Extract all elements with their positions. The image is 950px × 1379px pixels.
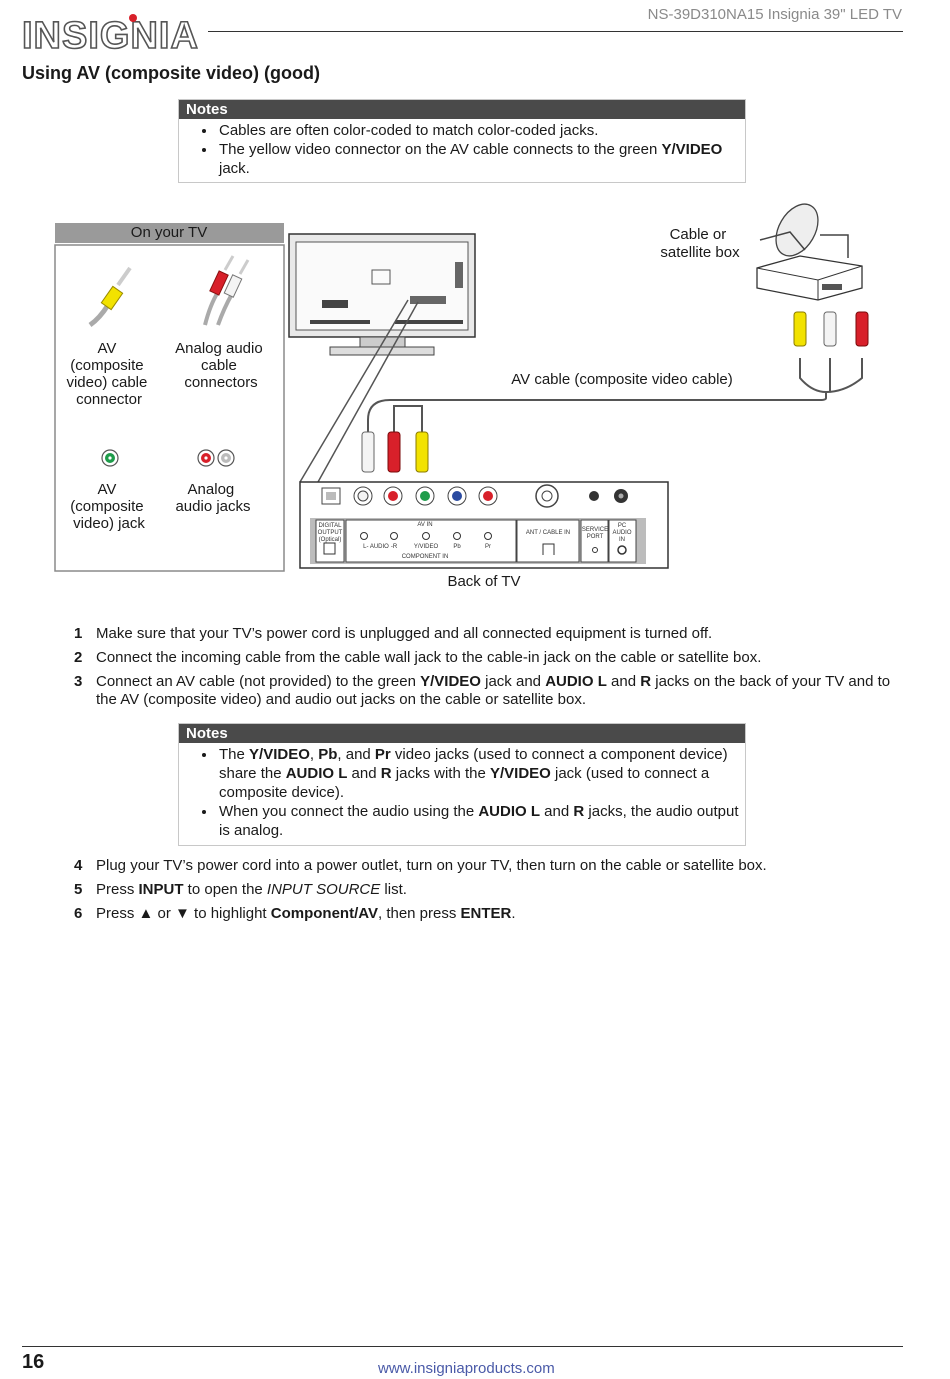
- back-panel: DIGITAL OUTPUT (Optical) AV IN L- AUDIO …: [299, 481, 669, 569]
- svg-text:INSIGNIA: INSIGNIA: [22, 15, 199, 54]
- green-jack-icon: [101, 449, 119, 467]
- svg-text:DIGITAL: DIGITAL: [319, 523, 343, 529]
- footer-rule: [22, 1346, 903, 1347]
- svg-text:(Optical): (Optical): [319, 537, 342, 543]
- notes-header: Notes: [179, 100, 745, 119]
- svg-text:-R: -R: [391, 544, 398, 550]
- list-item: 5 Press INPUT to open the INPUT SOURCE l…: [74, 881, 407, 898]
- svg-text:OUTPUT: OUTPUT: [318, 530, 343, 536]
- satellite-box-illustration: [756, 203, 863, 301]
- tv-rca-plugs: [361, 431, 429, 473]
- analog-audio-connectors-label: Analog audio cable connectors: [175, 340, 267, 391]
- svg-text:Pr: Pr: [485, 544, 491, 550]
- svg-text:On your TV: On your TV: [131, 224, 207, 241]
- notes-box: Notes The Y/VIDEO, Pb, and Pr video jack…: [178, 723, 746, 846]
- svg-text:AUDIO: AUDIO: [612, 530, 631, 536]
- svg-text:IN: IN: [619, 537, 625, 543]
- av-cable-label: AV cable (composite video cable): [511, 371, 733, 388]
- svg-text:AV IN: AV IN: [417, 522, 432, 528]
- svg-text:PC: PC: [618, 523, 627, 529]
- av-cable-lines: [299, 299, 863, 483]
- note-item: Cables are often color-coded to match co…: [217, 121, 745, 140]
- svg-text:SERVICE: SERVICE: [582, 527, 608, 533]
- audio-rca-plugs-icon: [203, 255, 250, 326]
- section-title: Using AV (composite video) (good): [22, 63, 320, 83]
- list-item: 3 Connect an AV cable (not provided) to …: [74, 673, 891, 708]
- av-jack-label: AV (composite video) jack: [70, 481, 148, 532]
- analog-audio-jacks-label: Analog audio jacks: [175, 481, 250, 515]
- svg-text:L- AUDIO: L- AUDIO: [363, 544, 389, 550]
- svg-text:PORT: PORT: [587, 534, 604, 540]
- page-number: 16: [22, 1351, 45, 1373]
- notes-header: Notes: [179, 724, 745, 743]
- note-item: When you connect the audio using the AUD…: [217, 802, 745, 840]
- svg-text:COMPONENT IN: COMPONENT IN: [402, 554, 449, 560]
- audio-jacks-icon: [197, 449, 235, 467]
- back-of-tv-label: Back of TV: [447, 573, 520, 590]
- svg-text:Pb: Pb: [453, 544, 461, 550]
- svg-text:ANT / CABLE IN: ANT / CABLE IN: [526, 530, 570, 536]
- svg-text:Y/VIDEO: Y/VIDEO: [414, 544, 439, 550]
- cable-box-label: Cable or satellite box: [660, 226, 740, 261]
- header-rule: [208, 31, 903, 32]
- model-title: NS-39D310NA15 Insignia 39" LED TV: [647, 6, 902, 23]
- legend-panel: On your TV: [54, 223, 285, 572]
- note-item: The Y/VIDEO, Pb, and Pr video jacks (use…: [217, 745, 745, 802]
- footer-link[interactable]: www.insigniaproducts.com: [378, 1360, 555, 1377]
- notes-box: Notes Cables are often color-coded to ma…: [178, 99, 746, 183]
- insignia-logo: INSIGNIA: [22, 14, 199, 54]
- list-item: 6 Press ▲ or ▼ to highlight Component/AV…: [74, 905, 516, 922]
- note-item: The yellow video connector on the AV cab…: [217, 140, 745, 178]
- tv-rear-illustration: [288, 233, 476, 356]
- box-rca-plugs: [793, 311, 869, 347]
- av-cable-connector-label: AV (composite video) cable connector: [66, 340, 151, 408]
- connection-diagram: On your TV AV (composite video) cable co…: [54, 203, 869, 590]
- yellow-rca-plug-icon: [88, 266, 132, 328]
